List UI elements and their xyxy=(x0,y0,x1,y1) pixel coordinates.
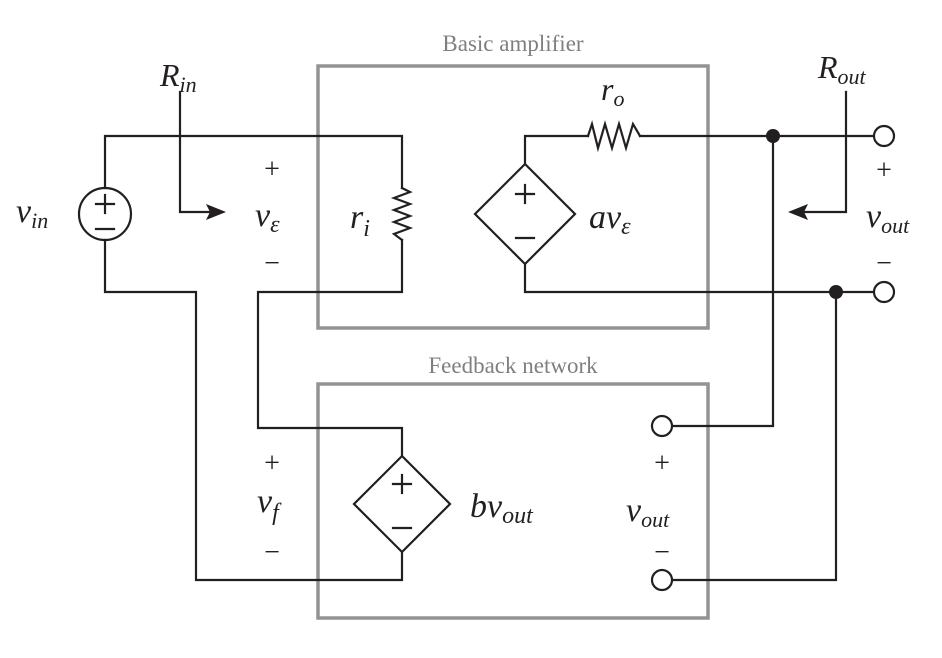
output-wires xyxy=(523,134,875,582)
label-r-o: ro xyxy=(601,71,624,111)
feedback-vout-plus-sign: + xyxy=(654,448,670,479)
vf-minus-sign: − xyxy=(264,537,280,568)
label-a-v-eps: avε xyxy=(589,199,631,240)
input-resistor-ri xyxy=(390,186,414,242)
feedback-network-title: Feedback network xyxy=(428,353,598,378)
output-resistor-ro xyxy=(586,120,642,153)
label-v-f: vf xyxy=(257,483,282,526)
label-r-out: Rout xyxy=(817,49,867,89)
label-v-in: vin xyxy=(16,193,48,233)
rout-arrow xyxy=(788,90,848,220)
feedback-input-terminal-plus xyxy=(650,414,674,438)
label-b-v-out: bvout xyxy=(470,488,534,529)
feedback-network-box xyxy=(316,382,710,620)
junction-dot-top xyxy=(766,129,780,143)
input-voltage-source xyxy=(77,186,133,242)
veps-plus-sign: + xyxy=(264,154,280,185)
veps-minus-sign: − xyxy=(264,248,280,279)
basic-amplifier-title: Basic amplifier xyxy=(442,31,583,56)
dependent-source-amplifier xyxy=(473,162,577,266)
vout-minus-sign: − xyxy=(876,248,892,279)
rin-arrow xyxy=(178,90,226,220)
vf-plus-sign: + xyxy=(264,448,280,479)
output-terminal-minus xyxy=(872,280,896,304)
dependent-source-feedback xyxy=(352,454,452,554)
basic-amplifier-box xyxy=(316,64,710,330)
junction-dot-bottom xyxy=(829,285,843,299)
label-v-eps: vε xyxy=(255,197,280,238)
feedback-vout-minus-sign: − xyxy=(654,537,670,568)
label-r-in: Rin xyxy=(159,57,197,97)
feedback-input-terminal-minus xyxy=(650,568,674,592)
output-terminal-plus xyxy=(872,124,896,148)
label-feedback-v-out: vout xyxy=(626,492,670,532)
label-r-i: ri xyxy=(350,199,370,242)
vout-plus-sign: + xyxy=(876,155,892,186)
input-loop-wires xyxy=(103,134,404,582)
label-v-out: vout xyxy=(866,198,910,238)
